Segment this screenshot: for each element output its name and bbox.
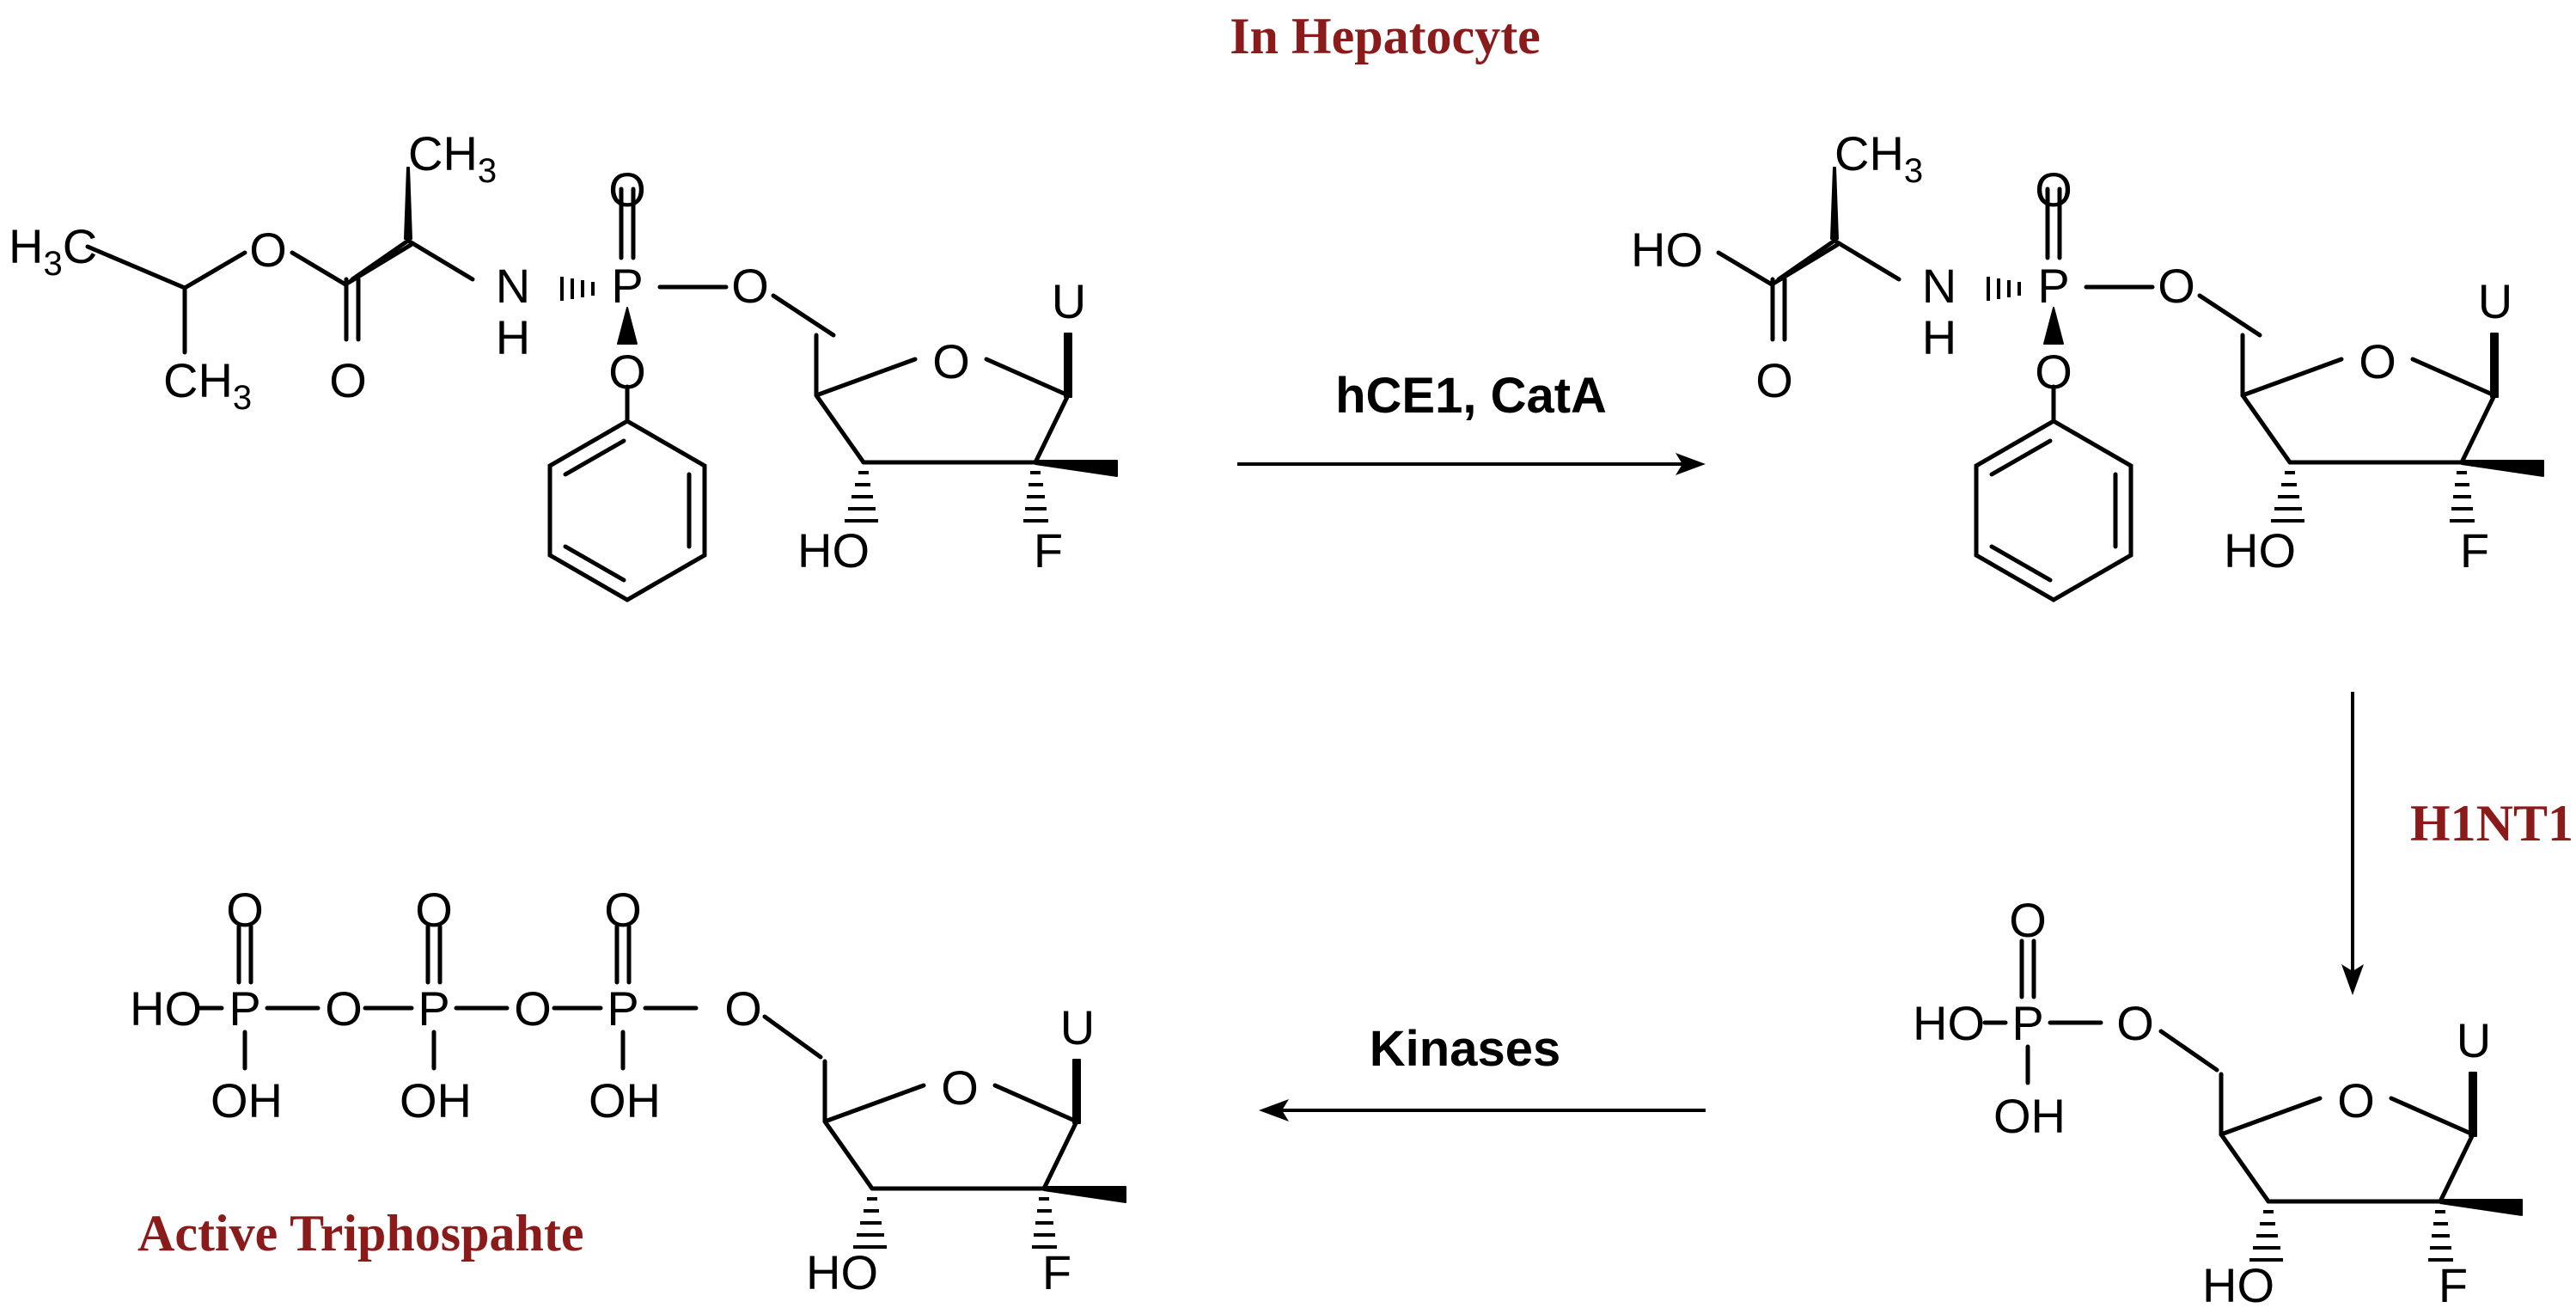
atom-3-ho-2: HO xyxy=(2224,523,2296,578)
atom-n: N xyxy=(496,259,530,313)
atom-mp-oxo: O xyxy=(2009,893,2047,947)
atom-tp-p2-oh: OH xyxy=(400,1073,472,1128)
atom-p-oxo: O xyxy=(608,162,646,217)
atom-p-ophenyl: O xyxy=(608,345,646,399)
step1-reagent: hCE1, CatA xyxy=(1335,368,1607,424)
atom-tp-fluorine: F xyxy=(1042,1245,1071,1299)
atom-acid-ho: HO xyxy=(1631,223,1703,277)
atom-mp-3-ho: HO xyxy=(2202,1258,2274,1312)
atom-tp-p2-oxo: O xyxy=(415,883,453,937)
atom-fluorine-2: F xyxy=(2460,523,2489,578)
atom-p-oxo-2: O xyxy=(2035,162,2072,217)
atom-ring-o-2: O xyxy=(2359,334,2396,388)
atom-nh-h: H xyxy=(496,310,530,364)
atom-carbonyl-o-2: O xyxy=(1755,353,1793,407)
atom-uracil-2: U xyxy=(2478,274,2512,328)
atom-tp-bridge-o2: O xyxy=(514,981,552,1036)
atom-ch3-alpha-2: CH3 xyxy=(1834,126,1923,190)
atom-mp-uracil: U xyxy=(2457,1013,2491,1067)
molecule-monophosphate: HO P O OH O O U F HO xyxy=(1913,893,2522,1312)
atom-carbonyl-o: O xyxy=(329,353,367,407)
atom-fluorine: F xyxy=(1034,523,1063,578)
product-caption: Active Triphospahte xyxy=(137,1205,583,1262)
atom-5-o-2: O xyxy=(2158,259,2195,313)
step2-reagent: H1NT1 xyxy=(2410,795,2573,852)
atom-mp-ho: HO xyxy=(1913,996,1985,1050)
atom-mp-fluorine: F xyxy=(2439,1258,2468,1312)
atom-3-ho: HO xyxy=(797,523,870,578)
atom-mp-oh: OH xyxy=(1993,1089,2066,1143)
atom-tp-p3-oh: OH xyxy=(589,1073,661,1128)
atom-ring-o: O xyxy=(932,334,970,388)
location-caption: In Hepatocyte xyxy=(1230,8,1541,64)
atom-tp-p1-oh: OH xyxy=(211,1073,283,1128)
atom-tp-ring-o: O xyxy=(941,1060,979,1115)
atom-mp-ring-o: O xyxy=(2337,1073,2375,1128)
atom-tp-p1-oxo: O xyxy=(226,883,264,937)
atom-5-o: O xyxy=(731,259,769,313)
atom-ch3-lower: CH3 xyxy=(163,353,252,417)
atom-p: P xyxy=(611,259,643,313)
arrow-step1 xyxy=(1237,453,1706,475)
atom-mp-5-o: O xyxy=(2116,996,2154,1050)
atom-nh-h-2: H xyxy=(1922,310,1956,364)
atom-tp-bridge-o1: O xyxy=(325,981,363,1036)
atom-tp-5-o: O xyxy=(724,981,762,1036)
atom-n-2: N xyxy=(1922,259,1956,313)
atom-p-2: P xyxy=(2037,259,2069,313)
atom-p-ophenyl-2: O xyxy=(2035,345,2072,399)
molecule-triphosphate: HO P O OH O P O OH O P O OH O O U F HO xyxy=(130,883,1126,1299)
atom-ester-o: O xyxy=(249,223,287,277)
atom-tp-p3-oxo: O xyxy=(604,883,642,937)
molecule-acid-metabolite: HO O CH3 N H P O O O O U F HO xyxy=(1631,126,2543,600)
atom-tp-p1: P xyxy=(229,981,260,1036)
atom-h3c: H3C xyxy=(9,219,97,283)
atom-tp-uracil: U xyxy=(1060,1000,1095,1054)
atom-tp-p3: P xyxy=(607,981,638,1036)
step3-reagent: Kinases xyxy=(1370,1021,1560,1077)
atom-tp-p2: P xyxy=(418,981,449,1036)
arrow-step2 xyxy=(2341,692,2364,995)
atom-tp-3-ho: HO xyxy=(806,1245,878,1299)
atom-mp-p: P xyxy=(2011,996,2043,1050)
arrow-step3 xyxy=(1259,1099,1706,1121)
atom-ch3-alpha: CH3 xyxy=(408,126,497,190)
atom-uracil: U xyxy=(1052,274,1086,328)
atom-tp-ho: HO xyxy=(130,981,202,1036)
molecule-prodrug: H3C CH3 O O CH3 N H P O O O O U F HO xyxy=(9,126,1117,600)
